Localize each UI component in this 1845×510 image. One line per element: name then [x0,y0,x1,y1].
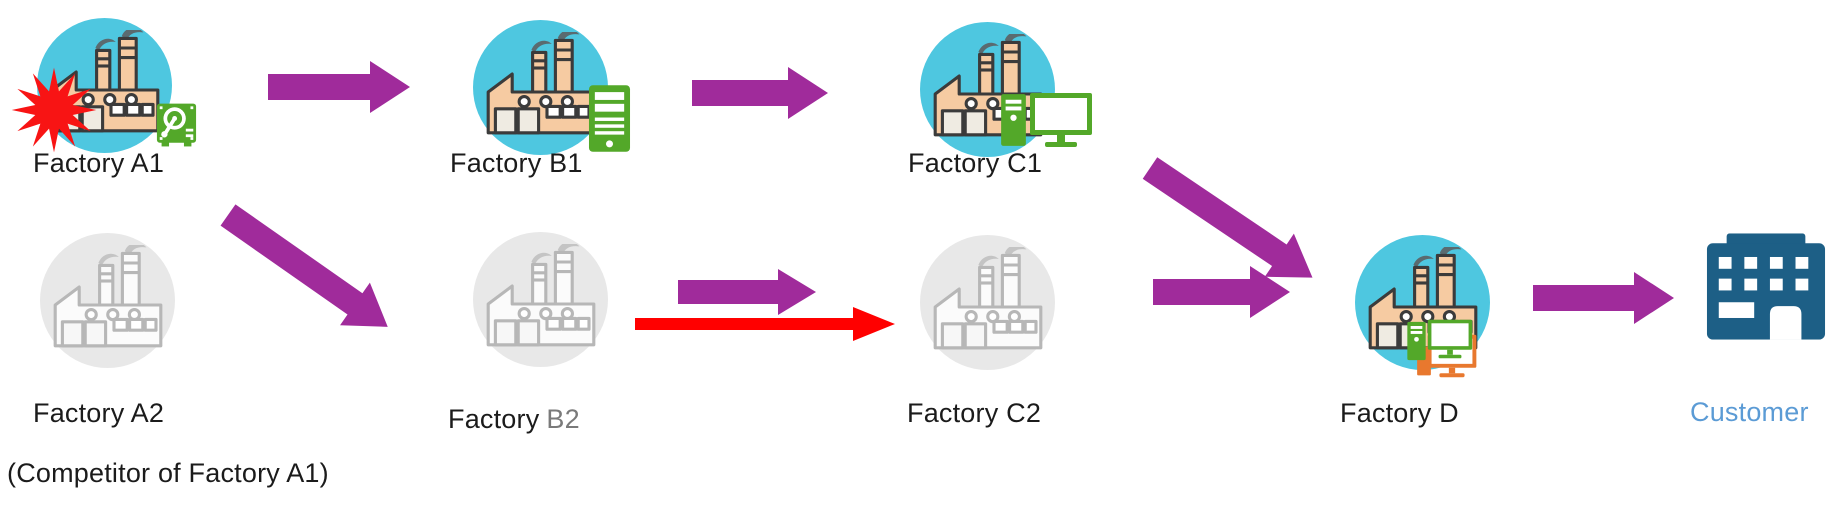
arrow-c1-to-d [1142,157,1313,278]
label-factory-d: Factory D [1340,398,1459,428]
factory-icon-gray [928,247,1048,355]
arrow-c2-to-d [1153,266,1290,318]
server-icon [588,84,631,153]
monitor-green-icon [1426,319,1474,359]
computer-tower-green-icon [1406,321,1427,361]
node-factory-b2 [473,232,608,367]
factory-icon-gray [481,244,601,352]
arrow-b2-to-c2-purple [678,269,816,315]
label-factory-b1: Factory B1 [450,148,583,178]
arrow-a1-to-b2 [220,204,388,327]
arrow-b2-to-c2-red [635,307,895,341]
customer-building-icon [1705,233,1827,340]
label-competitor-note: (Competitor of Factory A1) [7,458,329,488]
explosion-burst-icon [8,64,100,156]
computer-tower-icon [1000,93,1027,147]
label-factory-c1: Factory C1 [908,148,1043,178]
factory-icon-gray [48,245,168,353]
node-factory-a2 [40,233,175,368]
label-customer: Customer [1690,397,1809,427]
arrow-b1-to-c1 [692,67,828,119]
label-factory-a1: Factory A1 [33,148,165,178]
arrow-a1-to-b1 [268,61,410,113]
monitor-icon [1029,92,1093,148]
label-factory-a2: Factory A2 [33,398,165,428]
node-factory-a1 [37,18,172,153]
factory-icon [481,32,601,140]
arrow-d-to-customer [1533,272,1674,324]
label-factory-c2: Factory C2 [907,398,1042,428]
node-factory-c2 [920,235,1055,370]
label-factory-b2-suffix: B2 [546,404,580,434]
hard-drive-icon [156,101,197,149]
label-factory-b2-prefix: Factory [448,404,540,434]
node-factory-b1 [473,20,608,155]
